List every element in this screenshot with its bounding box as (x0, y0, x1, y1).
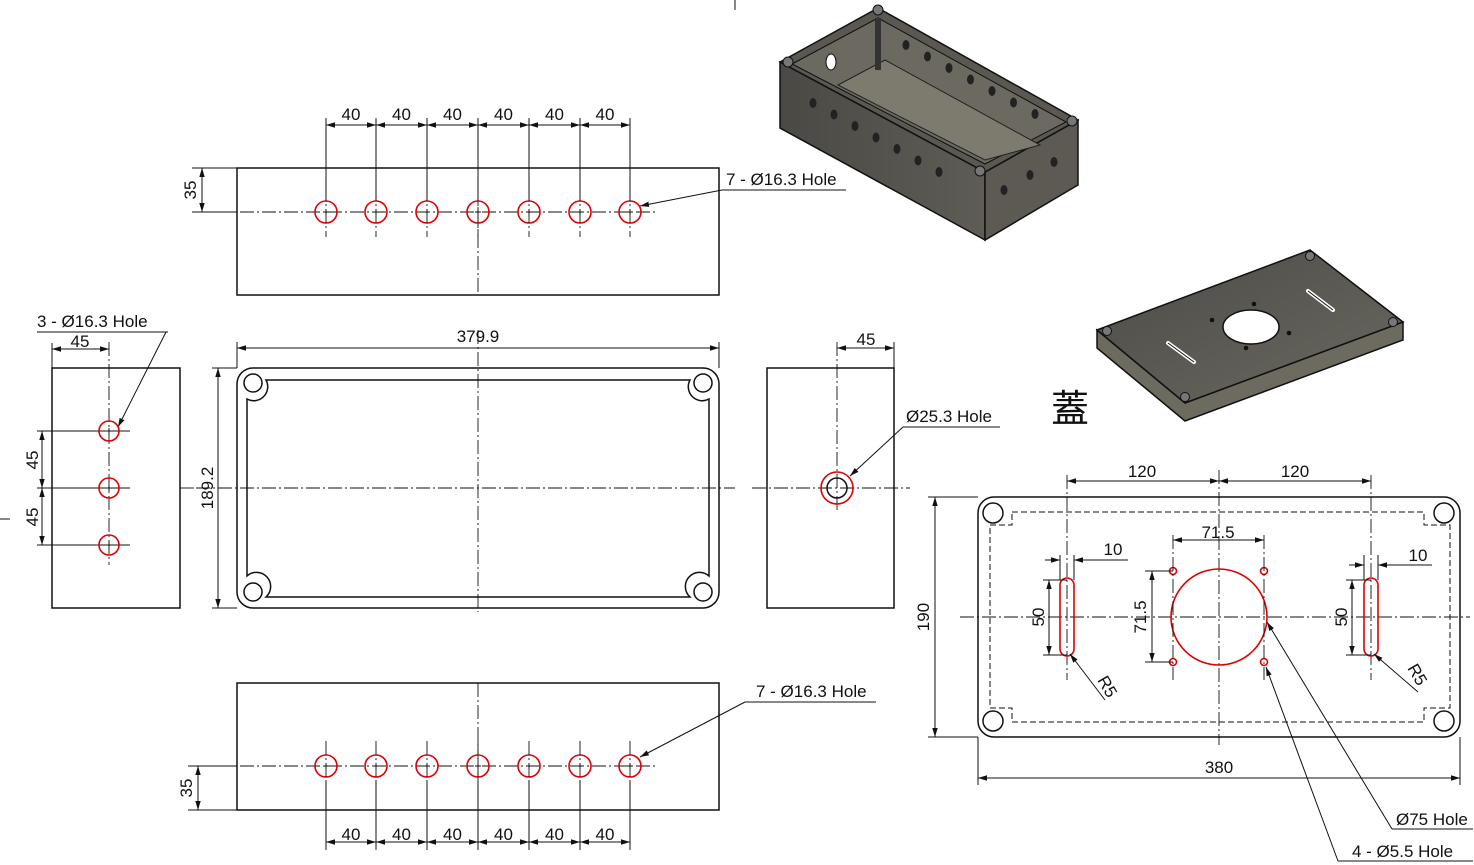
left-hole (98, 534, 120, 556)
left-spacing-label: 45 (23, 508, 42, 527)
back-height-label: 35 (177, 779, 196, 798)
lid-slot-width-label: 10 (1409, 546, 1428, 565)
right-slot (1363, 577, 1379, 657)
back-spacing-label: 40 (545, 825, 564, 844)
center-hole (1170, 568, 1268, 666)
front-spacing-label: 40 (342, 105, 361, 124)
lid-mount-hole-callout: 4 - Ø5.5 Hole (1352, 842, 1453, 861)
back-spacing-label: 40 (596, 825, 615, 844)
right-side-view (752, 342, 910, 609)
plan-view (196, 330, 735, 612)
back-spacing-label: 40 (443, 825, 462, 844)
lid-slot-length-label: 50 (1029, 608, 1048, 627)
lid-pattern-h-label: 71.5 (1201, 523, 1234, 542)
lid-center-hole-callout: Ø75 Hole (1396, 810, 1468, 829)
cable-hole (820, 471, 854, 505)
plan-width-label: 379.9 (457, 327, 500, 346)
left-side-view (37, 342, 196, 609)
lid-width-label: 380 (1205, 758, 1233, 777)
lid-offset-label: 120 (1128, 462, 1156, 481)
left-offset-label: 45 (71, 332, 90, 351)
left-hole (98, 477, 120, 499)
lid-pattern-v-label: 71.5 (1131, 600, 1150, 633)
left-slot (1059, 577, 1075, 657)
lid-offset-label: 120 (1281, 462, 1309, 481)
front-spacing-label: 40 (392, 105, 411, 124)
lid-title: 蓋 (1051, 387, 1089, 431)
front-height-label: 35 (181, 181, 200, 200)
left-hole-callout: 3 - Ø16.3 Hole (37, 312, 148, 331)
lid-view (960, 470, 1470, 745)
left-hole (98, 420, 120, 442)
front-spacing-label: 40 (443, 105, 462, 124)
front-spacing-label: 40 (545, 105, 564, 124)
lid-height-label: 190 (914, 603, 933, 631)
back-spacing-label: 40 (392, 825, 411, 844)
plan-height-label: 189.2 (198, 467, 217, 510)
back-spacing-label: 40 (494, 825, 513, 844)
right-hole-callout: Ø25.3 Hole (906, 407, 992, 426)
lid-slot-length-label: 50 (1332, 608, 1351, 627)
lid-radius-label: R5 (1404, 661, 1431, 689)
left-spacing-label: 45 (23, 451, 42, 470)
front-spacing-label: 40 (494, 105, 513, 124)
lid-radius-label: R5 (1094, 673, 1121, 701)
lid-slot-width-label: 10 (1104, 540, 1123, 559)
back-spacing-label: 40 (342, 825, 361, 844)
front-spacing-label: 40 (596, 105, 615, 124)
front-hole-callout: 7 - Ø16.3 Hole (726, 170, 837, 189)
right-offset-label: 45 (857, 330, 876, 349)
box-3d-render (778, 4, 1080, 242)
back-hole-callout: 7 - Ø16.3 Hole (756, 682, 867, 701)
lid-3d-render (1095, 249, 1405, 422)
